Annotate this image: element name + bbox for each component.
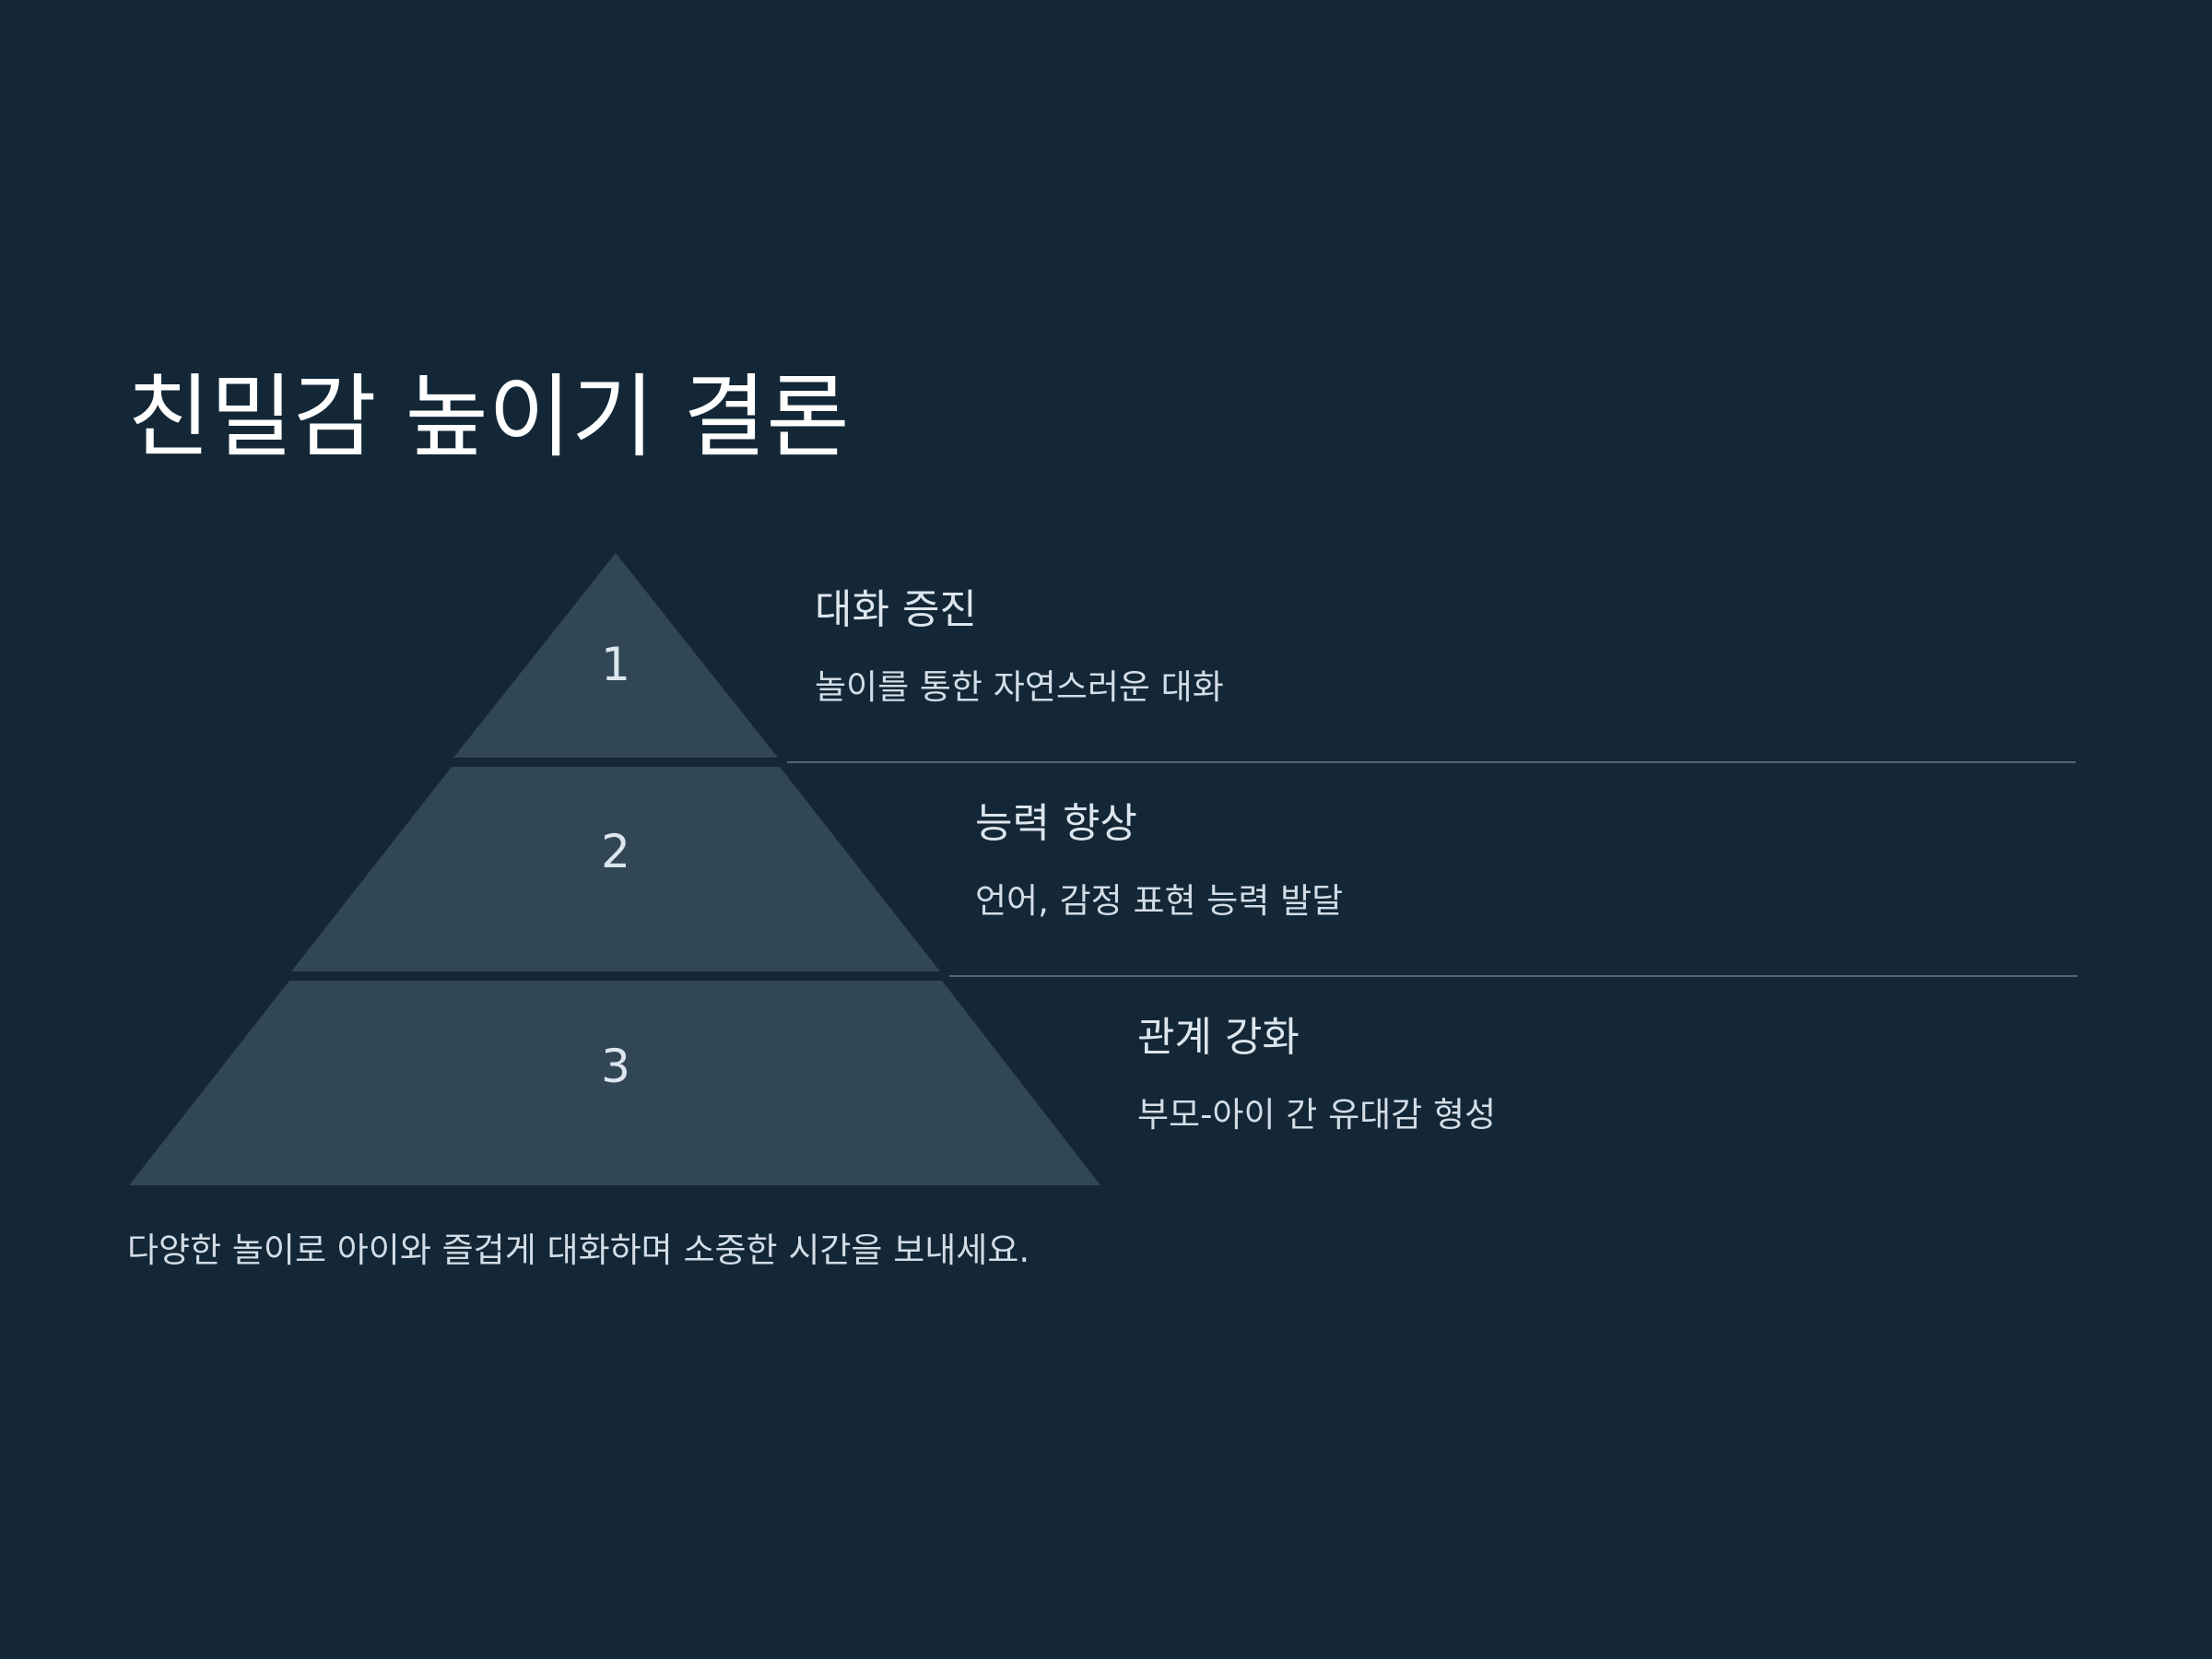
pyramid-tier-2-number: 2 xyxy=(601,825,630,878)
pyramid-tier-2 xyxy=(291,767,940,971)
level-1-title: 대화 증진 xyxy=(815,586,977,633)
slide-title: 친밀감 높이기 결론 xyxy=(127,365,850,470)
footer-text: 다양한 놀이로 아이와 즐겁게 대화하며 소중한 시간을 보내세요. xyxy=(127,1230,1030,1270)
pyramid-tier-1 xyxy=(453,553,778,758)
pyramid-tier-3-number: 3 xyxy=(601,1040,630,1093)
level-2-title: 능력 향상 xyxy=(975,800,1137,847)
level-3-title: 관계 강화 xyxy=(1137,1014,1300,1061)
pyramid-tier-1-number: 1 xyxy=(601,638,630,691)
level-1-description: 놀이를 통한 자연스러운 대화 xyxy=(815,667,1224,707)
level-2-description: 언어, 감정 표현 능력 발달 xyxy=(975,881,1344,921)
pyramid-tier-3 xyxy=(129,981,1100,1185)
divider-2 xyxy=(949,975,2077,977)
level-3-description: 부모-아이 간 유대감 형성 xyxy=(1137,1095,1497,1135)
divider-1 xyxy=(787,761,2076,763)
